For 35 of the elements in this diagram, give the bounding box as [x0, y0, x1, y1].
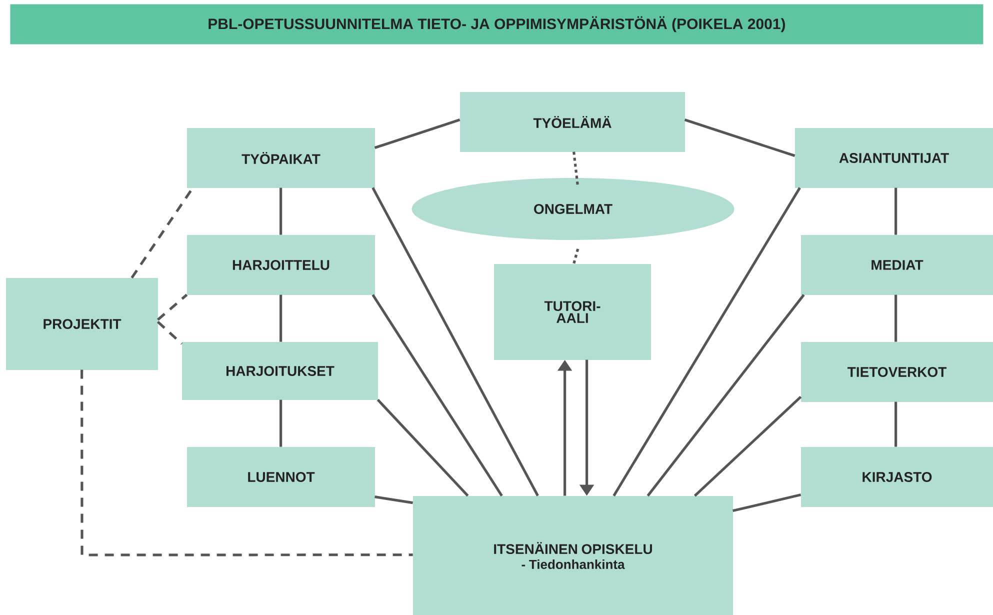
dashed-line — [130, 187, 194, 279]
connector-line — [280, 294, 282, 342]
concept-box: KIRJASTO — [801, 447, 993, 507]
concept-box: PROJEKTIT — [6, 278, 158, 370]
connector-line — [374, 496, 413, 504]
concept-box: TUTORI- AALI — [494, 264, 651, 360]
dashed-line — [156, 320, 183, 345]
connector-line — [372, 187, 539, 496]
connector-line — [694, 396, 802, 497]
dashed-line — [156, 294, 188, 321]
connector-line — [646, 294, 805, 497]
connector-line — [684, 118, 796, 158]
concept-box: TYÖELÄMÄ — [460, 92, 685, 152]
concept-box: ITSENÄINEN OPISKELU - Tiedonhankinta — [413, 496, 733, 615]
connector-line — [280, 188, 282, 235]
connector-line — [376, 398, 469, 497]
connector-line — [732, 494, 802, 512]
connector-line — [894, 294, 898, 342]
concept-box: TIETOVERKOT — [801, 342, 993, 402]
concept-box: MEDIAT — [801, 235, 993, 295]
concept-box: TYÖPAIKAT — [187, 128, 375, 188]
connector-line — [894, 402, 898, 447]
connector-line — [374, 118, 460, 150]
concept-box: HARJOITTELU — [187, 235, 375, 295]
connector-line — [612, 187, 801, 496]
connector-line — [894, 188, 898, 235]
concept-box: LUENNOT — [187, 447, 375, 507]
connector-line — [280, 400, 282, 447]
concept-box: ASIANTUNTIJAT — [795, 128, 993, 188]
concept-box: HARJOITUKSET — [182, 342, 378, 400]
dashed-line — [80, 370, 413, 556]
dotted-line — [572, 152, 580, 188]
title-banner: PBL-OPETUSSUUNNITELMA TIETO- JA OPPIMISYMPÄRISTÖNÄ (POIKELA 2001) — [10, 4, 984, 44]
connector-line — [372, 294, 503, 496]
dotted-line — [572, 248, 580, 264]
